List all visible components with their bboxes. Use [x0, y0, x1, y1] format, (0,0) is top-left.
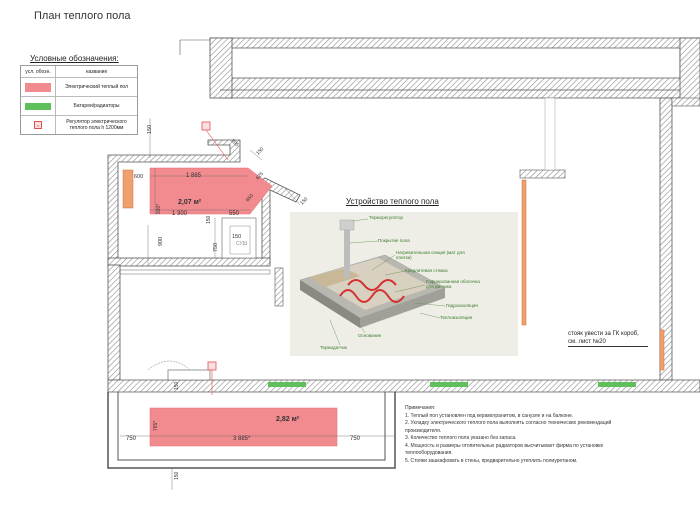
- dim-625: 625: [255, 171, 265, 181]
- note-item: 3. Количество теплого пола указано без з…: [405, 435, 517, 441]
- wall-bottom: [107, 379, 700, 393]
- heated-floor-balcony: [149, 407, 338, 447]
- regulator-icon-upper: [201, 121, 211, 131]
- radiator-green-2: [430, 382, 468, 387]
- dim-550: 550: [229, 211, 240, 217]
- device-illustration: [290, 212, 518, 356]
- callout-thermostat: Терморегулятор: [369, 215, 403, 220]
- legend-header: усл. обозн. название: [21, 66, 137, 78]
- callout-floor-cover: Покрытие пола: [378, 238, 410, 243]
- stoyak-note: стояк увести за ГК короб, см. лист №20: [568, 330, 648, 347]
- legend-item: Электрический теплый пол: [21, 78, 137, 97]
- wall-left: [107, 264, 121, 381]
- legend-title: Условные обозначения:: [30, 54, 119, 63]
- note-item: 5. Стояки зашкафовать в стены, предварит…: [405, 457, 578, 464]
- dim-650: 650: [245, 193, 255, 203]
- dim-205: 205: [230, 138, 240, 148]
- radiator-green-1: [268, 382, 306, 387]
- dim-150-c: 150: [255, 146, 265, 156]
- callout-sensor-sheath: Гофрированная оболочка для датчика: [426, 279, 480, 289]
- pink-swatch: [25, 82, 51, 92]
- regulator-icon: o: [34, 121, 42, 129]
- notes-heading: Примечания:: [405, 405, 436, 411]
- dim-600: 600: [134, 174, 143, 180]
- callout-heating-section: Нагревательная секция (мат для плитки): [396, 250, 465, 260]
- callout-waterproof: Гидроизоляция: [446, 303, 478, 308]
- note-item: 1. Теплый пол установлен под керамограни…: [405, 412, 574, 419]
- regulator-icon-balcony: [207, 361, 217, 371]
- device-title: Устройство теплого пола: [346, 197, 439, 206]
- radiator-green-3: [598, 382, 636, 387]
- dim-150-b: 150: [147, 125, 153, 134]
- callout-screed: Кредлитевая стяжка: [405, 268, 448, 273]
- dim-750-right: 750: [350, 436, 361, 442]
- dim-930: 930*: [156, 204, 162, 214]
- balcony-frame: [107, 392, 396, 469]
- dim-150-bal-b: 150: [174, 471, 180, 480]
- legend-label: Регулятор электрического теплого пола h …: [66, 119, 127, 131]
- dim-1300: 1 300: [172, 211, 188, 217]
- device-callout-lines: [329, 218, 446, 346]
- legend-item: o Регулятор электрического теплого пола …: [21, 116, 137, 134]
- green-swatch: [25, 102, 51, 110]
- dim-900: 900: [158, 237, 164, 246]
- dim-3885: 3 885*: [233, 436, 251, 442]
- legend-col-name: название: [85, 68, 108, 75]
- legend-table: усл. обозн. название Электрический теплы…: [20, 65, 138, 135]
- note-item: 4. Мощность и размеры отопительных радиа…: [405, 442, 604, 457]
- dim-150-bal-a: 150: [174, 381, 180, 390]
- closet-label: СУШ: [236, 241, 248, 247]
- wall-top-right: [679, 37, 700, 101]
- wall-top-left: [209, 37, 233, 99]
- dim-150-a: 150: [232, 234, 241, 240]
- page-title: План теплого пола: [34, 10, 131, 22]
- dim-150-d: 150: [299, 196, 309, 206]
- legend-col-symbol: усл. обозн.: [21, 66, 56, 77]
- area-balcony: 2,82 м²: [276, 416, 300, 423]
- note-item: 2. Укладку электрического теплого пола в…: [405, 420, 612, 434]
- heated-floor-upper: [149, 167, 273, 215]
- callout-sensor: Термодатчик: [320, 345, 347, 350]
- dim-150-e: 150: [206, 215, 212, 224]
- wall-top: [210, 37, 700, 99]
- callout-base: Основание: [358, 333, 382, 338]
- dim-1885: 1 885: [186, 173, 202, 179]
- legend-item: Батареи/радиаторы: [21, 97, 137, 116]
- dim-750-left: 750: [126, 436, 137, 442]
- area-upper: 2,07 м²: [178, 199, 202, 206]
- callout-insulation: Теплоизоляция: [440, 315, 473, 320]
- legend-label: Батареи/радиаторы: [73, 103, 120, 109]
- radiator-right: [521, 179, 527, 326]
- dim-765: 765*: [153, 421, 159, 431]
- legend-label: Электрический теплый пол: [65, 84, 128, 90]
- dim-750: 750: [213, 243, 219, 252]
- notes: Примечания: 1. Теплый пол установлен под…: [405, 405, 645, 465]
